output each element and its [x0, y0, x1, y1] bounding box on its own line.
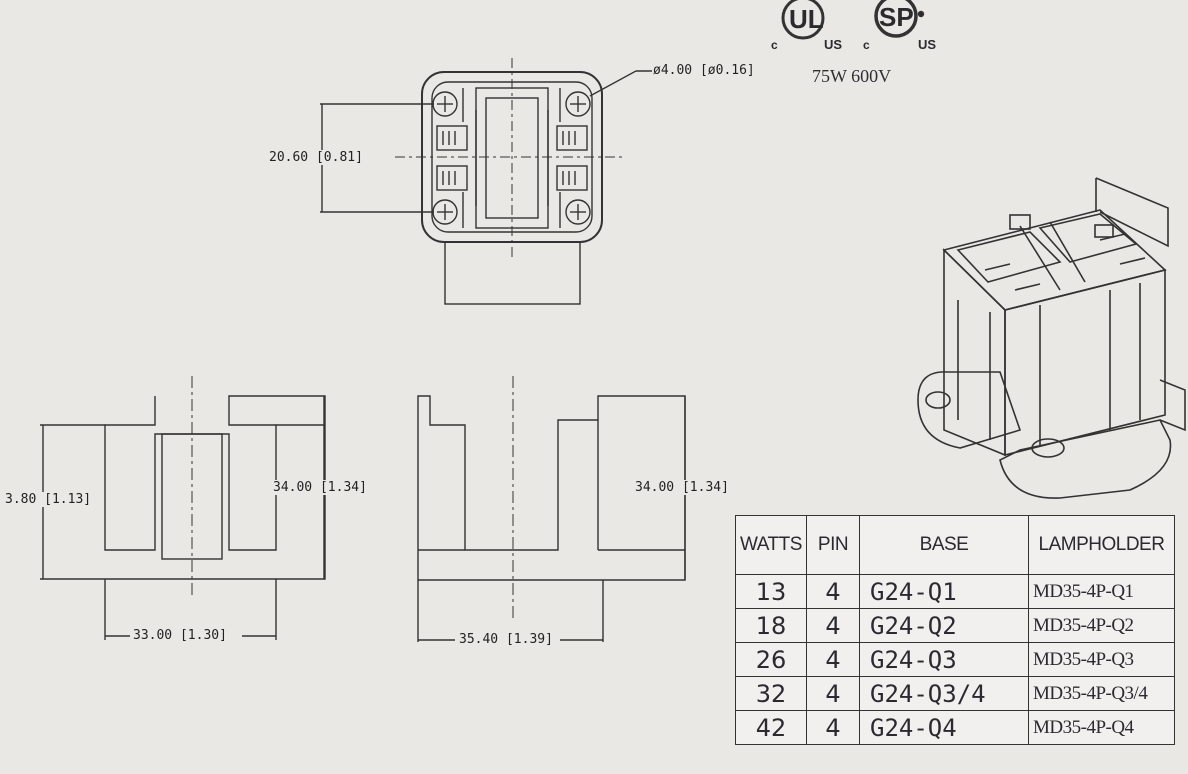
pin-spacing-label: 20.60 [0.81] — [268, 150, 364, 165]
header-pin: PIN — [806, 515, 860, 575]
cell-lampholder: MD35-4P-Q2 — [1028, 608, 1175, 643]
cell-watts: 32 — [735, 676, 807, 711]
csa-mark: SP c US — [863, 0, 936, 52]
isometric-view — [917, 177, 1186, 499]
header-base: BASE — [859, 515, 1029, 575]
height-inner-label-left: 34.00 [1.34] — [272, 480, 368, 495]
svg-text:US: US — [918, 37, 936, 52]
cell-base: G24-Q3 — [859, 642, 1029, 677]
cell-watts: 42 — [735, 710, 807, 745]
svg-text:c: c — [863, 38, 870, 52]
side-view-right — [417, 376, 686, 642]
hole-diameter-label: ø4.00 [ø0.16] — [652, 63, 756, 78]
table-row: 32 4 G24-Q3/4 MD35-4P-Q3/4 — [735, 676, 1175, 711]
cell-watts: 13 — [735, 574, 807, 609]
cell-watts: 26 — [735, 642, 807, 677]
cell-pin: 4 — [806, 608, 860, 643]
cell-pin: 4 — [806, 574, 860, 609]
cell-pin: 4 — [806, 642, 860, 677]
top-view — [320, 58, 655, 305]
cell-watts: 18 — [735, 608, 807, 643]
spec-table: WATTS PIN BASE LAMPHOLDER 13 4 G24-Q1 MD… — [735, 515, 1175, 745]
svg-text:c: c — [771, 38, 778, 52]
svg-text:UL: UL — [789, 4, 824, 34]
ul-listed-mark: UL c US — [771, 0, 842, 52]
header-watts: WATTS — [735, 515, 807, 575]
width-label-right: 35.40 [1.39] — [458, 632, 554, 647]
svg-text:US: US — [824, 37, 842, 52]
svg-text:SP: SP — [879, 2, 914, 32]
table-row: 26 4 G24-Q3 MD35-4P-Q3 — [735, 642, 1175, 677]
cell-lampholder: MD35-4P-Q1 — [1028, 574, 1175, 609]
height-label-right: 34.00 [1.34] — [634, 480, 730, 495]
side-view-left — [40, 376, 326, 640]
cell-pin: 4 — [806, 676, 860, 711]
cell-lampholder: MD35-4P-Q4 — [1028, 710, 1175, 745]
table-row: 13 4 G24-Q1 MD35-4P-Q1 — [735, 574, 1175, 609]
cell-lampholder: MD35-4P-Q3/4 — [1028, 676, 1175, 711]
height-outer-label-left: 3.80 [1.13] — [4, 492, 93, 507]
table-row: 18 4 G24-Q2 MD35-4P-Q2 — [735, 608, 1175, 643]
cell-base: G24-Q1 — [859, 574, 1029, 609]
cell-pin: 4 — [806, 710, 860, 745]
cell-base: G24-Q4 — [859, 710, 1029, 745]
cell-lampholder: MD35-4P-Q3 — [1028, 642, 1175, 677]
cell-base: G24-Q2 — [859, 608, 1029, 643]
width-label-left: 33.00 [1.30] — [132, 628, 228, 643]
power-rating: 75W 600V — [812, 66, 892, 86]
table-row: 42 4 G24-Q4 MD35-4P-Q4 — [735, 710, 1175, 745]
table-header-row: WATTS PIN BASE LAMPHOLDER — [735, 515, 1175, 575]
cell-base: G24-Q3/4 — [859, 676, 1029, 711]
header-lampholder: LAMPHOLDER — [1028, 515, 1175, 575]
